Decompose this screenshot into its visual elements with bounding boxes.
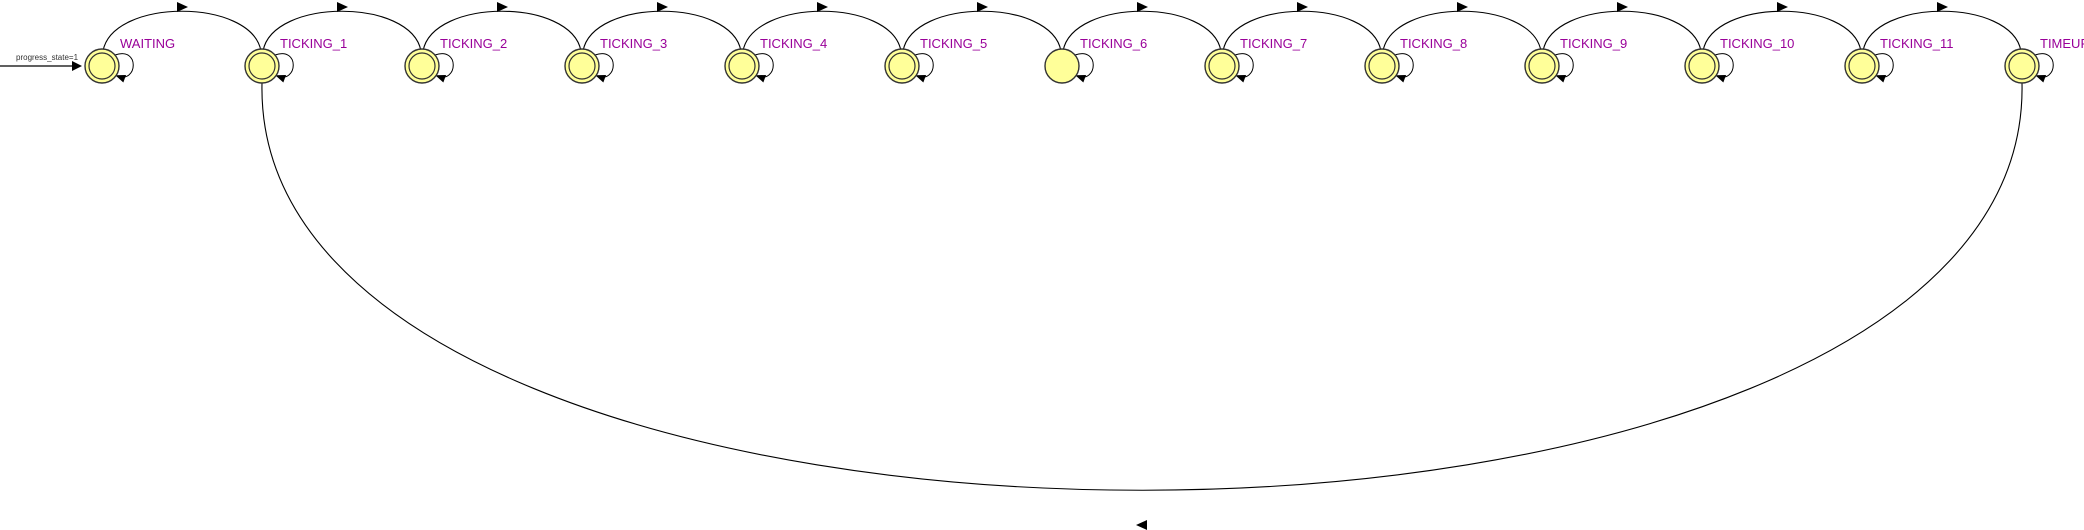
transition-arrowhead (1136, 520, 1147, 530)
state-circle (1364, 48, 1400, 84)
state-label: TICKING_11 (1880, 36, 1953, 51)
transition-arrowhead (977, 2, 988, 12)
state-circle (1684, 48, 1720, 84)
state-ticking-6: TICKING_6 (1044, 36, 1147, 84)
transition-ticking-7-to-ticking-8 (1222, 10, 1382, 52)
transition-arrowhead (497, 2, 508, 12)
state-circle (1844, 48, 1880, 84)
state-circle (884, 48, 920, 84)
state-label: TICKING_6 (1080, 36, 1147, 51)
state-inner-circle (2008, 52, 2036, 80)
self-loop-arrowhead (2035, 74, 2047, 83)
self-loop-arrowhead (1075, 74, 1087, 83)
state-inner-circle (728, 52, 756, 80)
state-ticking-5: TICKING_5 (884, 36, 987, 84)
transition-timeup-to-ticking-1 (261, 82, 2023, 491)
transition-ticking-5-to-ticking-6 (902, 10, 1062, 52)
state-inner-circle (888, 52, 916, 80)
state-inner-circle (88, 52, 116, 80)
state-timeup: TIMEUP (2004, 36, 2084, 84)
state-inner-circle (1688, 52, 1716, 80)
self-loop-arrowhead (1235, 74, 1247, 83)
transition-ticking-9-to-ticking-10 (1542, 10, 1702, 52)
state-label: TICKING_10 (1720, 36, 1794, 51)
state-label: TIMEUP (2040, 36, 2084, 51)
state-inner-circle (1528, 52, 1556, 80)
transition-waiting-to-ticking-1 (102, 10, 262, 52)
state-label: TICKING_7 (1240, 36, 1307, 51)
transition-ticking-8-to-ticking-9 (1382, 10, 1542, 52)
state-waiting: WAITING (84, 36, 175, 84)
transition-ticking-4-to-ticking-5 (742, 10, 902, 52)
self-loop-arrowhead (275, 74, 287, 83)
state-circle (1044, 48, 1080, 84)
self-loop-arrowhead (435, 74, 447, 83)
transition-arrowhead (1617, 2, 1628, 12)
transition-arrowhead (657, 2, 668, 12)
self-loop-arrowhead (1875, 74, 1887, 83)
transition-arrowhead (337, 2, 348, 12)
initial-input-label: progress_state=1 (16, 53, 79, 62)
transition-arrowhead (1937, 2, 1948, 12)
transition-ticking-10-to-ticking-11 (1702, 10, 1862, 52)
state-ticking-11: TICKING_11 (1844, 36, 1953, 84)
state-inner-circle (248, 52, 276, 80)
transition-arrowhead (1777, 2, 1788, 12)
self-loop-arrowhead (1715, 74, 1727, 83)
state-label: TICKING_8 (1400, 36, 1467, 51)
transition-ticking-6-to-ticking-7 (1062, 10, 1222, 52)
state-circle (724, 48, 760, 84)
transition-ticking-1-to-ticking-2 (262, 10, 422, 52)
state-circle (564, 48, 600, 84)
state-ticking-2: TICKING_2 (404, 36, 507, 84)
state-label: TICKING_9 (1560, 36, 1627, 51)
state-label: TICKING_4 (760, 36, 827, 51)
transition-edges (102, 2, 2023, 530)
state-ticking-9: TICKING_9 (1524, 36, 1627, 84)
state-ticking-7: TICKING_7 (1204, 36, 1307, 84)
state-inner-circle (1208, 52, 1236, 80)
state-circle (2004, 48, 2040, 84)
transition-arrowhead (1137, 2, 1148, 12)
initial-transition: progress_state=1 (0, 53, 82, 71)
state-label: TICKING_5 (920, 36, 987, 51)
transition-arrowhead (1457, 2, 1468, 12)
state-label: TICKING_1 (280, 36, 347, 51)
state-ticking-4: TICKING_4 (724, 36, 827, 84)
state-label: TICKING_3 (600, 36, 667, 51)
transition-arrowhead (1297, 2, 1308, 12)
state-ticking-1: TICKING_1 (244, 36, 347, 84)
state-nodes: WAITING TICKING_1 TICKING_2 TICKING_3 TICKIN… (84, 36, 2084, 84)
state-ticking-3: TICKING_3 (564, 36, 667, 84)
state-ticking-8: TICKING_8 (1364, 36, 1467, 84)
state-circle (84, 48, 120, 84)
state-circle (1204, 48, 1240, 84)
self-loop-arrowhead (1395, 74, 1407, 83)
state-circle (404, 48, 440, 84)
state-inner-circle (408, 52, 436, 80)
transition-arrowhead (817, 2, 828, 12)
transition-ticking-3-to-ticking-4 (582, 10, 742, 52)
transition-ticking-2-to-ticking-3 (422, 10, 582, 52)
state-inner-circle (568, 52, 596, 80)
transition-ticking-11-to-timeup (1862, 10, 2022, 52)
state-inner-circle (1368, 52, 1396, 80)
state-label: TICKING_2 (440, 36, 507, 51)
self-loop-arrowhead (1555, 74, 1567, 83)
state-label: WAITING (120, 36, 175, 51)
state-circle (244, 48, 280, 84)
state-ticking-10: TICKING_10 (1684, 36, 1794, 84)
self-loop-arrowhead (915, 74, 927, 83)
self-loop-arrowhead (755, 74, 767, 83)
self-loop-arrowhead (115, 74, 127, 83)
self-loop-arrowhead (595, 74, 607, 83)
state-inner-circle (1848, 52, 1876, 80)
transition-arrowhead (177, 2, 188, 12)
state-circle (1524, 48, 1560, 84)
